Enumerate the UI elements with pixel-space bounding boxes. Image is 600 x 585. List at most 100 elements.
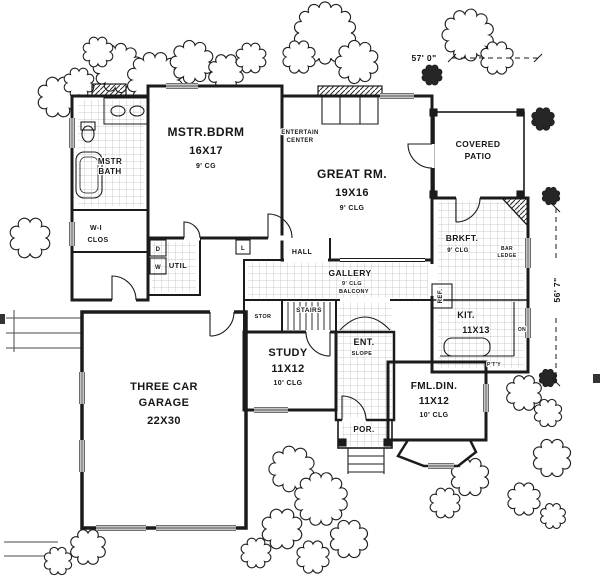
tree-icon [240,537,272,569]
dryer [149,239,167,257]
sink [110,105,126,117]
bathtub [75,151,103,199]
room-label-wi-clos-2: CLOS [87,237,108,244]
tree-icon [9,217,51,259]
patio-column [429,108,438,117]
room-size-garage: 22X30 [147,415,181,427]
tree-icon [43,546,73,576]
tree-icon [429,487,461,519]
tree-icon [169,39,214,85]
room-label-ent: ENT. [353,337,374,347]
toilet [81,125,95,143]
room-clg-brkft: 9' CLG [447,248,469,254]
room-clg-gallery: 9' CLG [342,281,362,287]
room-label-mstr-bdrm: MSTR.BDRM [168,125,245,139]
room-size-kit: 11X13 [462,325,490,335]
door-swing-icon [341,395,367,421]
door-swing-icon [183,221,201,239]
room-size-fml-din: 11X12 [419,396,449,407]
room-label-garage-1: THREE CAR [130,381,198,393]
tree-icon [533,398,563,428]
dim-right-label: 56' 7" [552,278,562,303]
room-labels: 57' 0" 56' 7" MSTR.BDRM 16X17 9' CG MSTR… [86,52,563,435]
tree-icon [532,438,572,478]
refrigerator [431,283,453,309]
door-swing-icon [267,213,293,239]
room-clg-mstr-bdrm: 9' CG [196,163,216,170]
room-label-fml-din: FML.DIN. [411,381,458,392]
room-label-brkft: BRKFT. [446,233,479,243]
windows-group [69,83,531,531]
room-label-util: UTIL [169,261,187,270]
great-room-steps [340,258,425,262]
label-linen: L [241,246,245,252]
room-label-patio-1: COVERED [456,139,501,149]
trees-group [9,1,572,576]
porch-steps [347,448,385,474]
dimension-lines [447,53,561,387]
room-label-stor: STOR [255,314,272,320]
tree-icon [450,457,490,497]
note-bar: BAR [501,246,513,252]
patio-column [429,190,438,199]
wall-openings [112,144,480,423]
tree-icon [82,36,114,68]
room-label-patio-2: PATIO [465,151,492,161]
bush-icon [531,107,555,131]
room-clg-study: 10' CLG [274,380,303,387]
tree-icon [507,482,541,516]
door-swing-icon [305,331,331,357]
room-size-great-rm: 19X16 [335,187,369,199]
bush-icon [538,368,558,388]
bush-icon [421,64,443,86]
scan-mark [0,314,5,324]
room-label-wi-clos-1: W-I [90,225,102,232]
note-slope: SLOPE [352,351,373,357]
vanity-counter [103,97,149,125]
room-label-entertain-1: ENTERTAIN [281,130,319,136]
tree-icon [70,529,106,565]
tree-icon [334,39,379,85]
washer [149,257,167,275]
room-label-hall: HALL [292,249,313,256]
door-swing-icon [407,143,433,169]
room-label-garage-2: GARAGE [139,397,190,409]
room-label-study: STUDY [268,347,308,359]
label-ref: REF. [438,289,444,304]
linen-cabinet [235,239,251,255]
doors-group [111,143,481,421]
room-clg-fml-din: 10' CLG [420,412,449,419]
label-oven: ON [518,327,526,333]
room-clg-great-rm: 9' CLG [340,205,365,212]
tiled-floors [78,100,524,446]
bush-icon [541,186,561,206]
bathtub-inner [79,156,99,194]
tree-icon [441,8,494,62]
room-label-stairs: STAIRS [296,307,322,314]
toilet-tank [80,121,96,131]
room-label-great-rm: GREAT RM. [317,167,387,181]
tree-icon [329,519,369,559]
fixtures [75,97,525,474]
label-washer: W [155,265,161,271]
room-label-kit: KIT. [457,310,475,320]
door-swing-icon [209,311,235,337]
door-swing-icon [111,275,137,301]
scan-mark [593,374,600,383]
dim-top-label: 57' 0" [412,53,437,63]
room-label-mstr-bath-1: MSTR [98,157,122,166]
note-balcony: BALCONY [339,289,369,295]
sink [129,105,145,117]
room-size-mstr-bdrm: 16X17 [189,145,223,157]
tree-icon [235,42,267,74]
porch-column [338,438,347,447]
patio-column [516,190,525,199]
label-pantry: P'T'Y [487,362,501,368]
entry-arch [339,316,391,331]
tree-icon [261,508,303,550]
tree-icon [540,503,566,529]
kitchen-counter [440,302,515,357]
patio-column [516,108,525,117]
room-label-mstr-bath-2: BATH [98,167,121,176]
